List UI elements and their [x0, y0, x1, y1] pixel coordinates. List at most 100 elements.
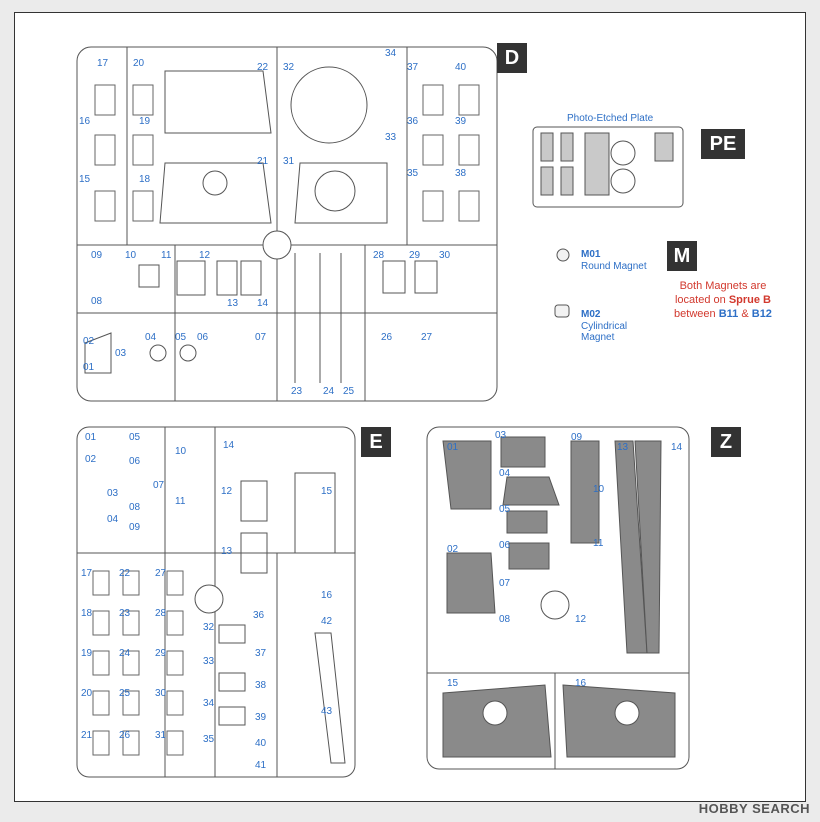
part-number: 04 — [107, 514, 119, 525]
m01-desc: Round Magnet — [581, 261, 647, 272]
magnet-note: Both Magnets are located on Sprue B betw… — [674, 280, 772, 320]
part-number: 22 — [119, 568, 131, 579]
sprue-drawings — [76, 46, 690, 778]
part-number: 07 — [499, 578, 511, 589]
part-number: 04 — [145, 332, 157, 343]
part-number: 27 — [421, 332, 433, 343]
part-number: 23 — [291, 386, 303, 397]
part-number: 21 — [257, 156, 269, 167]
part-number: 43 — [321, 706, 333, 717]
part-number: 32 — [283, 62, 295, 73]
part-number: 36 — [407, 116, 419, 127]
part-number: 02 — [85, 454, 97, 465]
watermark: HOBBY SEARCH — [698, 801, 810, 816]
part-number: 12 — [575, 614, 587, 625]
part-number: 16 — [79, 116, 91, 127]
part-number: 31 — [283, 156, 295, 167]
part-number: 30 — [155, 688, 167, 699]
part-number: 02 — [447, 544, 459, 555]
cylindrical-magnet-icon — [554, 304, 570, 318]
part-number: 06 — [499, 540, 511, 551]
part-number: 18 — [81, 608, 93, 619]
m01-code: M01 — [581, 249, 601, 260]
part-number: 10 — [593, 484, 605, 495]
part-number: 28 — [373, 250, 385, 261]
sprue-pe-tag: PE — [701, 129, 745, 159]
part-number: 14 — [257, 298, 269, 309]
part-number: 08 — [129, 502, 141, 513]
part-number: 42 — [321, 616, 333, 627]
part-number: 17 — [81, 568, 93, 579]
part-number: 29 — [155, 648, 167, 659]
part-number: 41 — [255, 760, 267, 771]
part-number: 19 — [81, 648, 93, 659]
part-number: 24 — [119, 648, 131, 659]
part-number: 02 — [83, 336, 95, 347]
part-number: 08 — [91, 296, 103, 307]
part-number: 11 — [161, 250, 172, 261]
part-number: 13 — [617, 442, 629, 453]
part-number: 28 — [155, 608, 167, 619]
part-number: 15 — [447, 678, 459, 689]
part-number: 03 — [495, 430, 507, 441]
part-number: 35 — [203, 734, 215, 745]
part-number: 26 — [381, 332, 393, 343]
part-number: 16 — [575, 678, 587, 689]
pe-plate — [532, 126, 684, 208]
part-number: 03 — [115, 348, 127, 359]
part-number: 15 — [321, 486, 333, 497]
round-magnet-icon — [556, 248, 570, 262]
part-number: 14 — [223, 440, 235, 451]
part-number: 29 — [409, 250, 421, 261]
sprue-d-hub — [262, 230, 292, 260]
part-number: 31 — [155, 730, 167, 741]
sprue-m-tag: M — [667, 241, 697, 271]
sprue-z-frame — [426, 426, 690, 770]
sprue-z-hub — [540, 590, 570, 620]
part-number: 10 — [125, 250, 137, 261]
part-number: 09 — [91, 250, 103, 261]
part-number: 20 — [81, 688, 93, 699]
part-number: 03 — [107, 488, 119, 499]
part-number: 16 — [321, 590, 333, 601]
part-number: 11 — [175, 496, 186, 507]
part-number: 05 — [499, 504, 511, 515]
part-number: 11 — [593, 538, 604, 549]
pe-title: Photo-Etched Plate — [567, 113, 654, 124]
instruction-page: D PE M E Z Photo-Etched Plate M01 Round … — [14, 12, 806, 802]
part-number: 40 — [255, 738, 267, 749]
sprue-e-frame — [76, 426, 356, 778]
part-number: 24 — [323, 386, 335, 397]
part-number: 36 — [253, 610, 265, 621]
part-number: 39 — [455, 116, 467, 127]
part-number: 04 — [499, 468, 511, 479]
part-number: 39 — [255, 712, 267, 723]
part-number: 35 — [407, 168, 419, 179]
part-number: 12 — [221, 486, 233, 497]
part-number: 15 — [79, 174, 91, 185]
m02-desc-2: Magnet — [581, 332, 615, 343]
sprue-e-hub — [194, 584, 224, 614]
part-number: 25 — [343, 386, 355, 397]
sprue-e-tag: E — [361, 427, 391, 457]
part-number: 34 — [203, 698, 215, 709]
part-number: 30 — [439, 250, 451, 261]
part-number: 13 — [227, 298, 239, 309]
part-number: 09 — [571, 432, 583, 443]
part-number: 01 — [447, 442, 459, 453]
sprue-z-tag: Z — [711, 427, 741, 457]
part-number: 01 — [85, 432, 97, 443]
part-number: 40 — [455, 62, 467, 73]
part-number: 34 — [385, 48, 397, 59]
part-number: 26 — [119, 730, 131, 741]
part-number: 32 — [203, 622, 215, 633]
part-number: 01 — [83, 362, 95, 373]
part-number: 21 — [81, 730, 93, 741]
part-number: 09 — [129, 522, 141, 533]
part-number: 37 — [255, 648, 267, 659]
sprue-d-tag: D — [497, 43, 527, 73]
m02-code: M02 — [581, 309, 601, 320]
part-number: 25 — [119, 688, 131, 699]
part-number: 12 — [199, 250, 211, 261]
part-number: 38 — [255, 680, 267, 691]
